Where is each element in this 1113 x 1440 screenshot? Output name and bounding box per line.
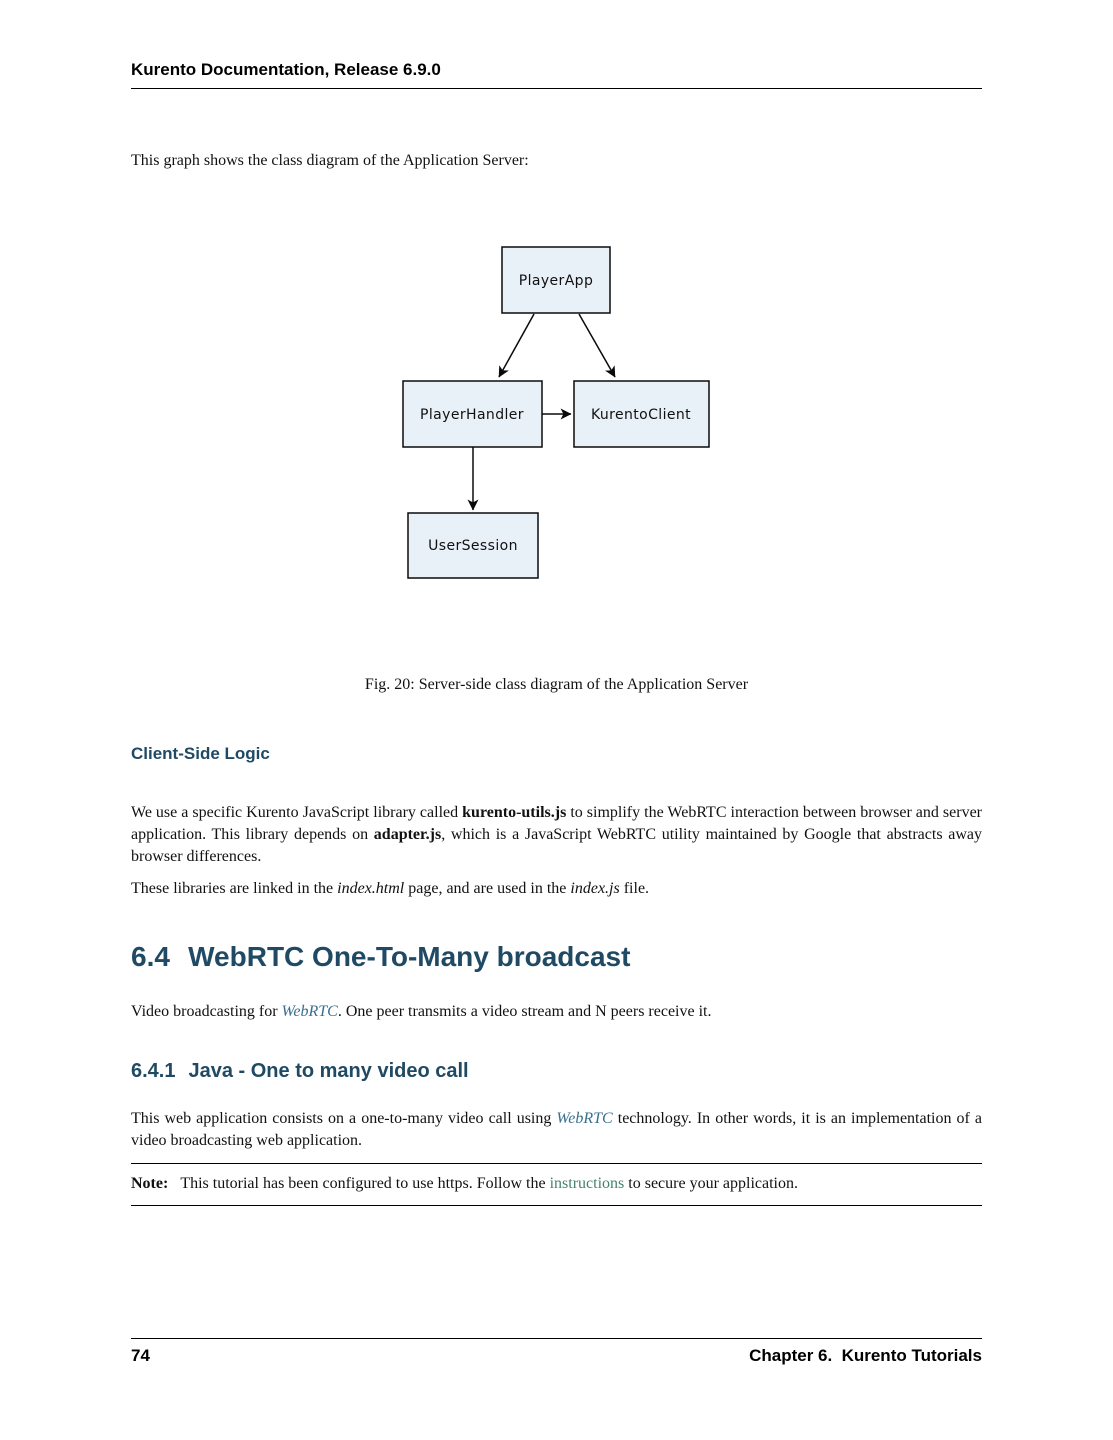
subsection-title: Java - One to many video call (188, 1059, 469, 1082)
rubric-client-side-logic: Client-Side Logic (131, 744, 270, 763)
running-footer: 74 Chapter 6. Kurento Tutorials (131, 1338, 982, 1366)
section-number: 6.4 (131, 940, 170, 972)
page-number: 74 (131, 1346, 150, 1365)
node-playerapp (501, 246, 611, 314)
chapter-title: Kurento Tutorials (841, 1346, 982, 1365)
italic-index-js: index.js (570, 880, 620, 897)
edge-playerapp-playerhandler (498, 313, 535, 378)
intro-paragraph: This graph shows the class diagram of th… (131, 152, 529, 169)
text-run: . One peer transmits a video stream and … (337, 1003, 712, 1020)
webrtc-link[interactable]: WebRTC (556, 1110, 613, 1127)
node-playerhandler-label: PlayerHandler (420, 407, 524, 423)
node-usersession-label: UserSession (428, 538, 518, 554)
chapter-number: Chapter 6. (749, 1346, 833, 1365)
doc-title: Kurento Documentation, Release 6.9.0 (131, 60, 441, 79)
chapter-reference: Chapter 6. Kurento Tutorials (749, 1346, 982, 1366)
node-kurentoclient (573, 380, 710, 448)
node-playerapp-label: PlayerApp (519, 273, 594, 289)
bold-kurento-utils: kurento-utils.js (462, 804, 567, 821)
note-label: Note: (131, 1175, 169, 1192)
subsection-heading-6-4-1: 6.4.1 Java - One to many video call (131, 1060, 982, 1083)
node-playerhandler (402, 380, 543, 448)
text-run: to secure your application. (624, 1175, 798, 1192)
section-title: WebRTC One-To-Many broadcast (188, 940, 631, 972)
class-diagram-svg: PlayerApp PlayerHandler KurentoClient Us… (402, 246, 710, 579)
paragraph-broadcast: Video broadcasting for WebRTC. One peer … (131, 1001, 982, 1023)
running-header: Kurento Documentation, Release 6.9.0 (131, 60, 982, 89)
note-admonition: Note: This tutorial has been configured t… (131, 1163, 982, 1206)
text-run: file. (619, 880, 650, 897)
webrtc-link[interactable]: WebRTC (281, 1003, 338, 1020)
text-run: These libraries are linked in the (131, 880, 338, 897)
text-run: This web application consists on a one-t… (131, 1110, 557, 1127)
text-run: Video broadcasting for (131, 1003, 282, 1020)
section-heading-6-4: 6.4 WebRTC One-To-Many broadcast (131, 941, 982, 973)
figure-caption: Fig. 20: Server-side class diagram of th… (364, 676, 749, 693)
subsection-number: 6.4.1 (131, 1059, 176, 1082)
text-run: to simplify the WebRTC interaction betwe… (131, 804, 982, 843)
italic-index-html: index.html (337, 880, 405, 897)
instructions-link[interactable]: instructions (549, 1175, 625, 1192)
text-run: We use a specific Kurento JavaScript lib… (131, 804, 463, 821)
paragraph-application: This web application consists on a one-t… (131, 1108, 982, 1152)
text-run: technology. In other words, it is an imp… (131, 1110, 982, 1149)
bold-adapter-js: adapter.js (373, 826, 442, 843)
text-run: page, and are used in the (404, 880, 571, 897)
class-diagram: PlayerApp PlayerHandler KurentoClient Us… (380, 235, 730, 591)
text-run: , which is a JavaScript WebRTC utility m… (131, 826, 982, 865)
node-usersession (407, 512, 539, 579)
paragraph-libraries: We use a specific Kurento JavaScript lib… (131, 802, 982, 868)
text-run: This tutorial has been configured to use… (180, 1175, 550, 1192)
paragraph-linked: These libraries are linked in the index.… (131, 878, 982, 900)
node-kurentoclient-label: KurentoClient (591, 407, 691, 423)
edge-playerapp-kurentoclient (578, 313, 616, 378)
